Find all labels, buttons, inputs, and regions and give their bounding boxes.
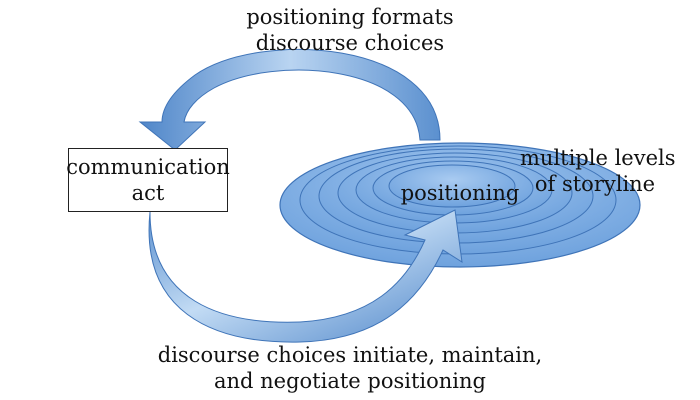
top-label-line-1: positioning formats [246, 5, 454, 29]
storyline-ring-7 [388, 164, 516, 208]
positioning-label: positioning [400, 181, 520, 205]
bottom-label-line-1: discourse choices initiate, maintain, [157, 343, 543, 367]
top-label: positioning formats discourse choices [150, 4, 550, 56]
levels-label: multiple levels of storyline [520, 145, 676, 197]
storyline-ellipse [279, 142, 641, 268]
bottom-label-line-2: and negotiate positioning [213, 369, 486, 393]
top-arc-arrow [138, 48, 441, 151]
bottom-arc-arrow [148, 209, 463, 343]
box-label-line-1: communication [66, 155, 230, 179]
levels-label-line-1: multiple levels [520, 146, 676, 170]
bottom-label: discourse choices initiate, maintain, an… [90, 342, 610, 394]
communication-act-box: communication act [66, 148, 230, 212]
box-label-line-2: act [131, 181, 165, 205]
top-label-line-2: discourse choices [255, 31, 445, 55]
levels-label-line-2: of storyline [534, 172, 656, 196]
